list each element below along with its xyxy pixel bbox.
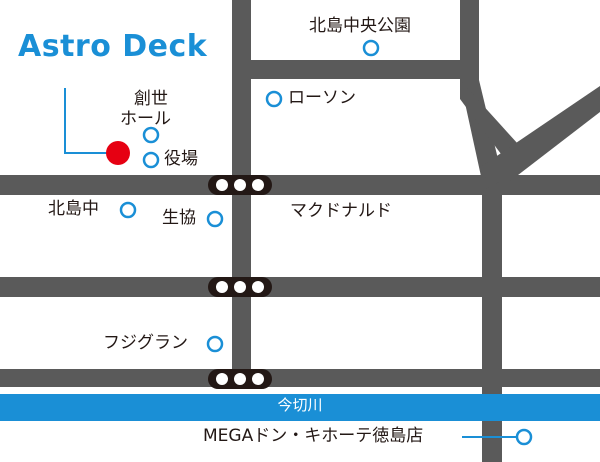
mega-donki-label: MEGAドン・キホーテ徳島店 [203, 426, 424, 446]
mega-donki-marker-icon [515, 428, 533, 446]
venue-leader-line [64, 88, 112, 154]
traffic-light-lower [208, 369, 272, 389]
kitajima-jhs-label: 北島中 [48, 199, 99, 219]
road-horizontal-lower [0, 369, 600, 387]
road-vertical-right [482, 176, 502, 462]
traffic-light-upper [208, 175, 272, 195]
traffic-light-middle [208, 277, 272, 297]
venue-marker-icon [106, 141, 130, 165]
kitajima-park-label: 北島中央公園 [309, 16, 411, 36]
sousei-hall-label-line1: 創世 [134, 89, 168, 109]
river-label: 今切川 [277, 396, 323, 414]
road-horizontal-upper [0, 175, 600, 195]
kitajima-jhs-marker-icon [119, 201, 137, 219]
road-diagonal-up [482, 86, 600, 185]
kitajima-park-marker-icon [362, 39, 380, 57]
seikyo-label: 生協 [162, 208, 196, 228]
fuji-grand-label: フジグラン [103, 333, 188, 353]
road-horizontal-top [232, 60, 479, 79]
sousei-hall-label-line2: ホール [120, 109, 171, 129]
seikyo-marker-icon [206, 210, 224, 228]
lawson-label: ローソン [288, 88, 356, 108]
river [0, 394, 600, 421]
yakuba-label: 役場 [164, 149, 198, 169]
road-diagonal-down-2 [460, 80, 518, 158]
brand-logo: Astro Deck [18, 29, 208, 64]
road-horizontal-middle [0, 277, 600, 297]
mcdonalds-label: マクドナルド [290, 201, 392, 221]
yakuba-marker-icon [142, 151, 160, 169]
fuji-grand-marker-icon [206, 335, 224, 353]
lawson-marker-icon [265, 90, 283, 108]
sousei-hall-marker-icon [142, 126, 160, 144]
